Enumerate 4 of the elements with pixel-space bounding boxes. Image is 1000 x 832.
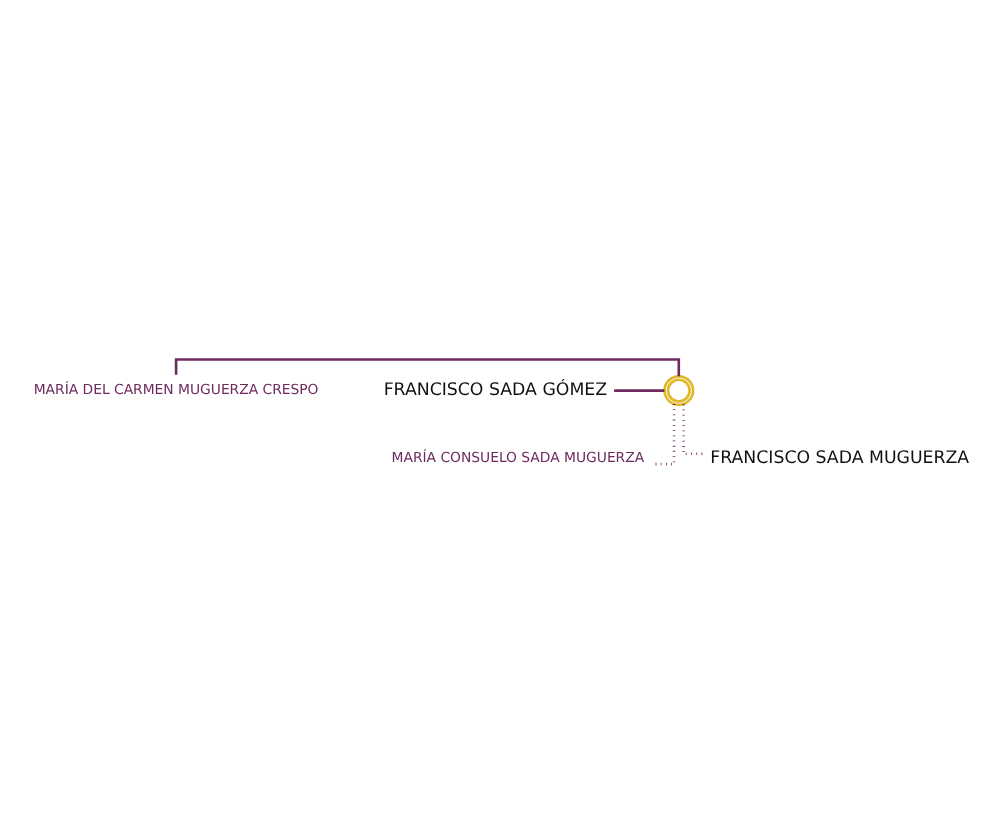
node-text: FRANCISCO SADA MUGUERZA — [709, 448, 969, 469]
node-text: FRANCISCO SADA GÓMEZ — [382, 379, 607, 400]
connector — [613, 388, 664, 391]
connector — [681, 403, 703, 455]
